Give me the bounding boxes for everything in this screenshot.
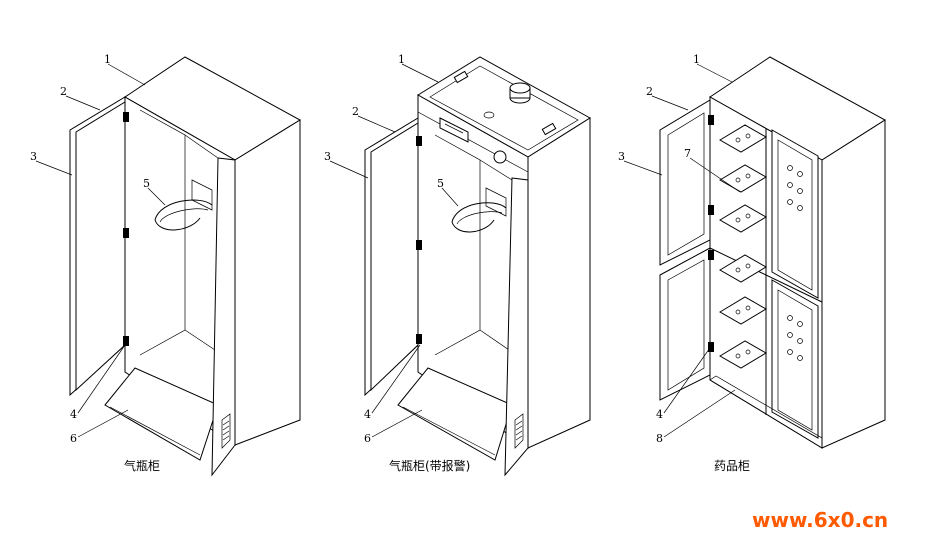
cabinet1-side <box>234 119 301 446</box>
cabinet1-right-door <box>211 157 236 477</box>
caption-gas-cylinder-cabinet: 气瓶柜 <box>124 458 160 473</box>
label-2: 2 <box>646 85 653 98</box>
label-4: 4 <box>656 408 663 421</box>
label-6: 6 <box>70 432 77 445</box>
alarm-light-icon <box>493 150 507 164</box>
label-2: 2 <box>60 85 67 98</box>
label-5: 5 <box>437 177 444 190</box>
cabinet2-right-door <box>504 177 529 477</box>
label-1: 1 <box>693 53 700 66</box>
cabinet3-upper-right-door <box>771 129 819 299</box>
label-3: 3 <box>324 150 331 163</box>
cylinder-strap <box>154 199 213 221</box>
label-3: 3 <box>618 150 625 163</box>
label-1: 1 <box>398 53 405 66</box>
label-4: 4 <box>364 408 371 421</box>
cabinet3-upper-left-door <box>659 99 711 266</box>
label-6: 6 <box>364 432 371 445</box>
cabinet3-lower-left-door <box>659 247 711 401</box>
label-8: 8 <box>656 432 663 445</box>
cylinder-strap <box>451 202 507 223</box>
cabinet3-side <box>821 119 886 449</box>
watermark: www.6x0.cn <box>752 508 888 532</box>
cabinet-gas-cylinder-alarm: 1 2 3 5 4 6 气瓶柜(带报警) <box>324 53 591 477</box>
label-3: 3 <box>30 150 37 163</box>
label-1: 1 <box>104 53 111 66</box>
caption-gas-cylinder-cabinet-alarm: 气瓶柜(带报警) <box>389 458 470 473</box>
cabinet2-side <box>527 117 591 449</box>
cabinet3-lower-right-door <box>771 279 819 439</box>
alarm-display <box>439 117 469 143</box>
label-4: 4 <box>70 408 77 421</box>
cabinet-medicine: 1 2 3 7 4 8 药品柜 <box>618 53 886 473</box>
label-2: 2 <box>352 105 359 118</box>
label-7: 7 <box>684 147 691 160</box>
label-5: 5 <box>143 177 150 190</box>
caption-medicine-cabinet: 药品柜 <box>714 459 750 473</box>
cabinet-gas-cylinder: 1 2 3 5 4 6 气瓶柜 <box>30 53 301 477</box>
